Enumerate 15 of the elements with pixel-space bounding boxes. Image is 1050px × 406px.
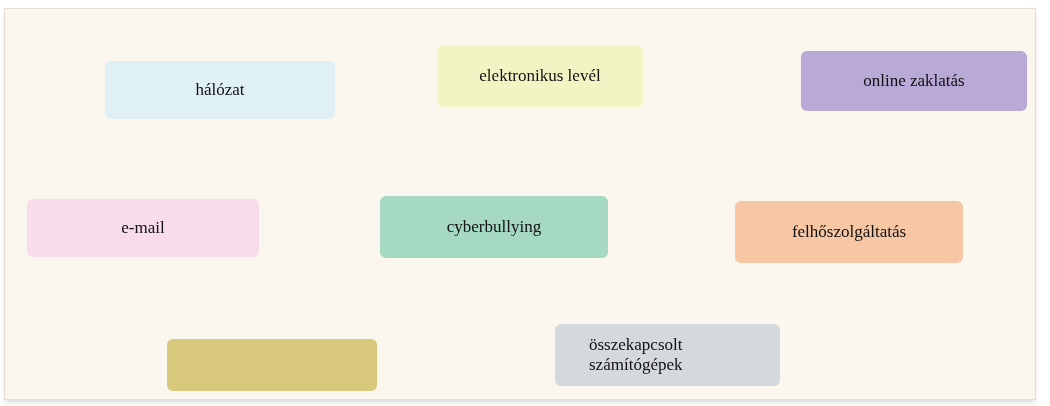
- term-box: [105, 61, 335, 119]
- term-text: összekapcsolt számítógépek: [589, 335, 684, 375]
- term-box: [437, 45, 643, 107]
- term-box: [555, 324, 780, 386]
- term-box: [735, 201, 963, 263]
- term-text: online zaklatás: [863, 71, 965, 91]
- term-box: [801, 51, 1027, 111]
- term-box: [380, 196, 608, 258]
- term-text: elektronikus levél: [479, 66, 601, 86]
- term-text: hálózat: [195, 80, 245, 100]
- term-box: [27, 199, 259, 257]
- term-text: felhőszolgáltatás: [791, 222, 907, 242]
- empty-box: [167, 339, 377, 391]
- term-text: cyberbullying: [446, 217, 542, 237]
- term-text: e-mail: [121, 218, 165, 238]
